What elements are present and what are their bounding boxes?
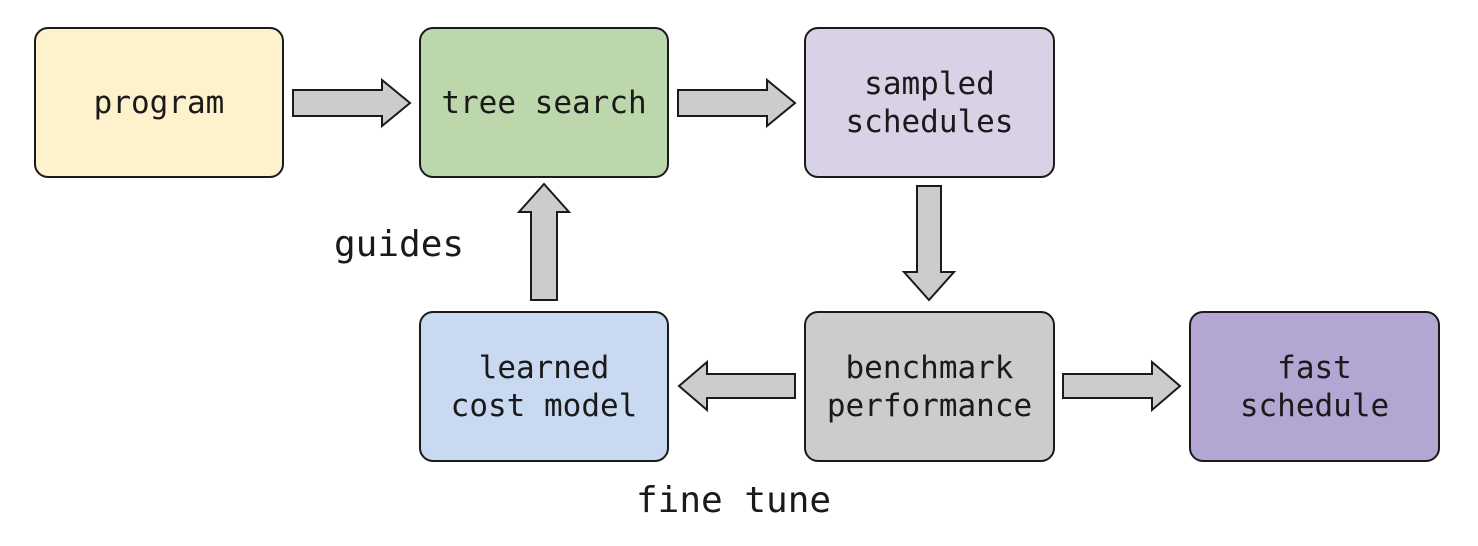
node-benchmark-performance: benchmark performance <box>804 311 1055 462</box>
node-sampled-schedules: sampled schedules <box>804 27 1055 178</box>
edge-label-fine-tune: fine tune <box>636 480 832 521</box>
arrow-benchmark-to-fast-schedule <box>1062 359 1182 413</box>
node-program: program <box>34 27 284 178</box>
node-tree-search: tree search <box>419 27 669 178</box>
edge-label-guides: guides <box>334 224 465 265</box>
node-sampled-schedules-label: sampled schedules <box>845 65 1014 140</box>
arrow-sampled-schedules-to-benchmark <box>901 185 957 302</box>
arrow-benchmark-to-cost-model <box>677 359 796 413</box>
arrow-tree-search-to-sampled-schedules <box>677 77 797 129</box>
node-program-label: program <box>93 84 225 121</box>
node-learned-cost-model: learned cost model <box>419 311 669 462</box>
node-benchmark-performance-label: benchmark performance <box>826 349 1033 424</box>
arrow-cost-model-to-tree-search <box>516 182 572 301</box>
node-tree-search-label: tree search <box>441 84 647 121</box>
node-fast-schedule: fast schedule <box>1189 311 1440 462</box>
node-fast-schedule-label: fast schedule <box>1239 349 1390 424</box>
node-learned-cost-model-label: learned cost model <box>450 349 638 424</box>
arrow-program-to-tree-search <box>292 77 412 129</box>
